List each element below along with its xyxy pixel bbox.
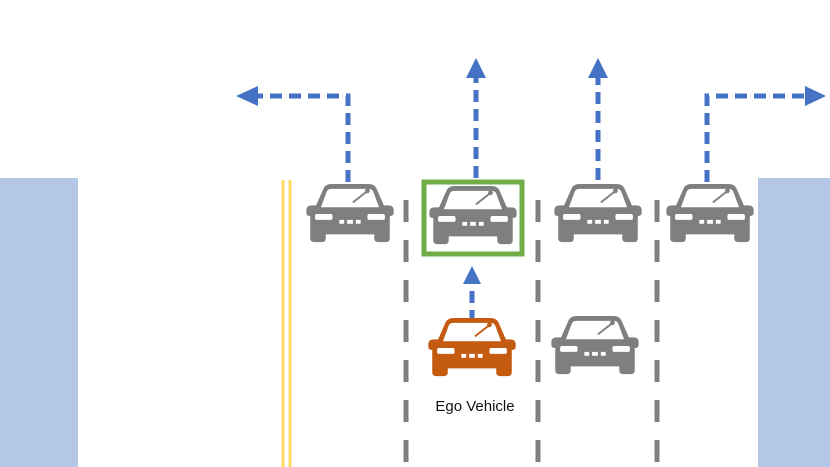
arrow-up-head xyxy=(466,58,486,78)
arrow-right-head xyxy=(805,86,826,106)
center-double-line xyxy=(281,180,292,467)
car-icon xyxy=(665,184,755,244)
arrow-up-head xyxy=(463,266,481,284)
car-icon xyxy=(550,316,640,376)
left-roadside-block xyxy=(0,178,78,467)
arrow-left-icon xyxy=(258,93,351,182)
ego-vehicle-label: Ego Vehicle xyxy=(435,398,515,415)
arrow-right-icon xyxy=(704,93,805,182)
lane-dividers xyxy=(403,200,660,467)
right-roadside-block xyxy=(758,178,830,467)
car-icon xyxy=(305,184,395,244)
car-icon xyxy=(553,184,643,244)
target-vehicle-box xyxy=(421,179,525,257)
arrow-up-head xyxy=(588,58,608,78)
car-icon xyxy=(428,186,518,246)
arrow-left-head xyxy=(236,86,258,106)
ego-car-icon xyxy=(427,318,517,378)
